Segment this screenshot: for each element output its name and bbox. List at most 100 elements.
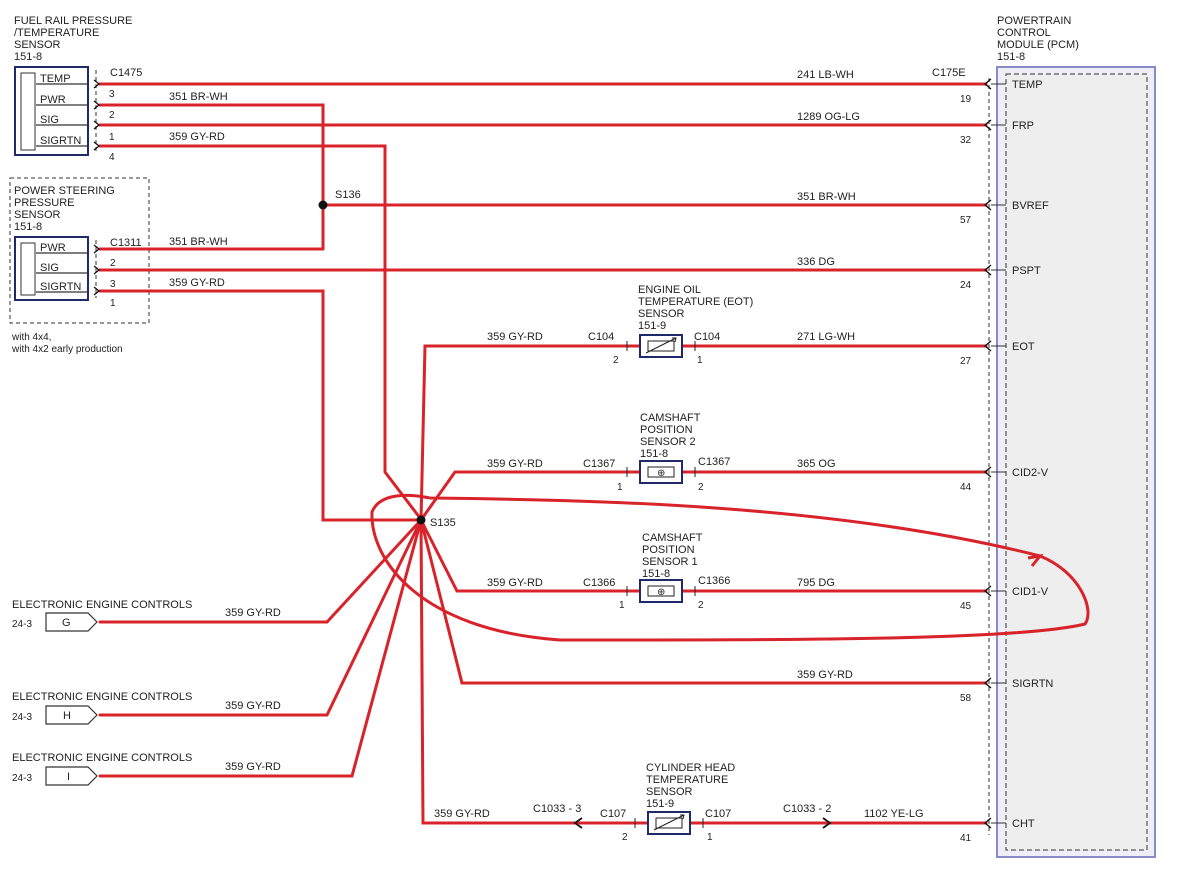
- frp-pin-sig: SIG: [40, 114, 59, 126]
- connector-ticks: [626, 341, 704, 828]
- cmp1-title-2: POSITION: [642, 544, 695, 556]
- wire-frp-sigrtn-label: 359 GY-RD: [169, 131, 225, 143]
- cmp1-element: [647, 585, 675, 597]
- frp-pinnum-3: 1: [109, 132, 115, 143]
- eot-thermistor-icon: [645, 337, 677, 354]
- wire-eot-right-label: 271 LG-WH: [797, 331, 855, 343]
- frp-title-2: /TEMPERATURE: [14, 27, 99, 39]
- ps-pin-sigrtn: SIGRTN: [40, 281, 81, 293]
- cht-title-4: 151-9: [646, 798, 674, 810]
- cmp2-pin-left: 1: [617, 482, 623, 493]
- frp-pinnum-1: 3: [109, 89, 115, 100]
- pcm-pin-number: 24: [960, 280, 972, 291]
- pcm-pin-number: 41: [960, 833, 972, 844]
- wire-sigrtn: [419, 518, 988, 685]
- splice-s135-label: S135: [430, 517, 456, 529]
- wire-cmp2-left: [419, 470, 642, 522]
- wire-eot-left-label: 359 GY-RD: [487, 331, 543, 343]
- frp-pin-temp: TEMP: [40, 73, 71, 85]
- wire-eec-i: [98, 518, 423, 778]
- wire-frp-sigrtn: [98, 144, 422, 520]
- eot-title-2: TEMPERATURE (EOT): [638, 296, 753, 308]
- pcm-pin-arrow-icon: [983, 119, 992, 131]
- eot-title-4: 151-9: [638, 320, 666, 332]
- pcm-pin-label: CID1-V: [1012, 586, 1049, 598]
- frp-title-4: 151-8: [14, 51, 42, 63]
- ps-pin-pwr: PWR: [40, 242, 66, 254]
- cmp1-pin-right: 2: [698, 600, 704, 611]
- pcm-pin-number: 32: [960, 135, 972, 146]
- ps-pin-sig: SIG: [40, 262, 59, 274]
- eot-title-1: ENGINE OIL: [638, 284, 701, 296]
- ps-connector-label: C1311: [110, 237, 142, 249]
- pcm-pin-label: PSPT: [1012, 265, 1041, 277]
- eec-h-wire: 359 GY-RD: [225, 700, 281, 712]
- eec-g-wire: 359 GY-RD: [225, 607, 281, 619]
- frp-connector-label: C1475: [110, 67, 142, 79]
- eec-g-ref: 24-3: [12, 619, 32, 630]
- pcm-pin-arrow-icon: [983, 677, 992, 689]
- pcm-pin-number: 58: [960, 693, 972, 704]
- pcm-pin-arrow-icon: [983, 340, 992, 352]
- frp-pin-sigrtn: SIGRTN: [40, 135, 81, 147]
- cht-connector-left: C107: [600, 808, 626, 820]
- pcm-pin-arrow-icon: [983, 199, 992, 211]
- eec-i-wire: 359 GY-RD: [225, 761, 281, 773]
- wire-frp-pwr: [98, 103, 325, 251]
- frp-element: [20, 72, 36, 151]
- wire-cmp1-right-label: 795 DG: [797, 577, 835, 589]
- eot-title-3: SENSOR: [638, 308, 685, 320]
- sensor-pin-arrow-icon: [93, 265, 101, 275]
- ps-sensor: POWER STEERING PRESSURE SENSOR 151-8 PWR…: [9, 177, 150, 355]
- wire-pspt-label: 336 DG: [797, 256, 835, 268]
- wire-cht-left-label: 359 GY-RD: [434, 808, 490, 820]
- pcm-pin-number: 44: [960, 482, 972, 493]
- wire-frp-sig-label: 1289 OG-LG: [797, 111, 860, 123]
- splices: S136 S135: [318, 189, 456, 529]
- eec-i-ref: 24-3: [12, 773, 32, 784]
- pcm-connector-label: C175E: [932, 67, 966, 79]
- eec-h-letter: H: [63, 710, 71, 722]
- sensor-pin-arrow-icon: [93, 100, 101, 110]
- cmp2-title-2: POSITION: [640, 424, 693, 436]
- cht-sensor: CYLINDER HEAD TEMPERATURE SENSOR 151-9 C…: [533, 762, 832, 843]
- sensor-pin-arrow-icon: [93, 286, 101, 296]
- pcm-title-4: 151-8: [997, 51, 1025, 63]
- pcm-title-3: MODULE (PCM): [997, 39, 1079, 51]
- pcm-pin-arrow-icon: [983, 264, 992, 276]
- frp-sensor: FUEL RAIL PRESSURE /TEMPERATURE SENSOR 1…: [14, 15, 142, 163]
- cht-title-2: TEMPERATURE: [646, 774, 728, 786]
- pcm-pin-label: CHT: [1012, 818, 1035, 830]
- cmp2-connector-left: C1367: [583, 458, 615, 470]
- wire-cmp1-left-label: 359 GY-RD: [487, 577, 543, 589]
- eec-h-title: ELECTRONIC ENGINE CONTROLS: [12, 691, 192, 703]
- pcm-title-2: CONTROL: [997, 27, 1051, 39]
- eec-h-tag: [45, 705, 98, 725]
- cht-title-1: CYLINDER HEAD: [646, 762, 735, 774]
- cht-title-3: SENSOR: [646, 786, 693, 798]
- ps-pinnum-3: 1: [110, 298, 116, 309]
- pcm-pin-number: 57: [960, 215, 972, 226]
- eec-i-letter: I: [67, 771, 70, 783]
- pcm-pin-arrow-icon: [983, 585, 992, 597]
- eot-pin-left: 2: [613, 355, 619, 366]
- cmp1-title-1: CAMSHAFT: [642, 532, 703, 544]
- sensor-pin-arrow-icon: [93, 244, 101, 254]
- eec-h-ref: 24-3: [12, 712, 32, 723]
- wire-cht-left: [419, 518, 650, 825]
- pcm-pin-label: FRP: [1012, 120, 1034, 132]
- wire-frp-pwr-label: 351 BR-WH: [169, 91, 228, 103]
- wire-eec-g: [98, 518, 423, 624]
- eot-connector-right: C104: [694, 331, 720, 343]
- cmp1-title-3: SENSOR 1: [642, 556, 698, 568]
- pcm-pin-arrow-icon: [983, 817, 992, 829]
- cmp1-pin-left: 1: [619, 600, 625, 611]
- eec-i-tag: [45, 766, 98, 786]
- pcm-pin-label: BVREF: [1012, 200, 1049, 212]
- eec-g-letter: G: [62, 617, 71, 629]
- wire-cht-right-label: 1102 YE-LG: [864, 808, 924, 820]
- pcm-pin-arrow-icon: [983, 466, 992, 478]
- sensor-pin-arrow-icon: [93, 120, 101, 130]
- ps-element: [20, 242, 36, 296]
